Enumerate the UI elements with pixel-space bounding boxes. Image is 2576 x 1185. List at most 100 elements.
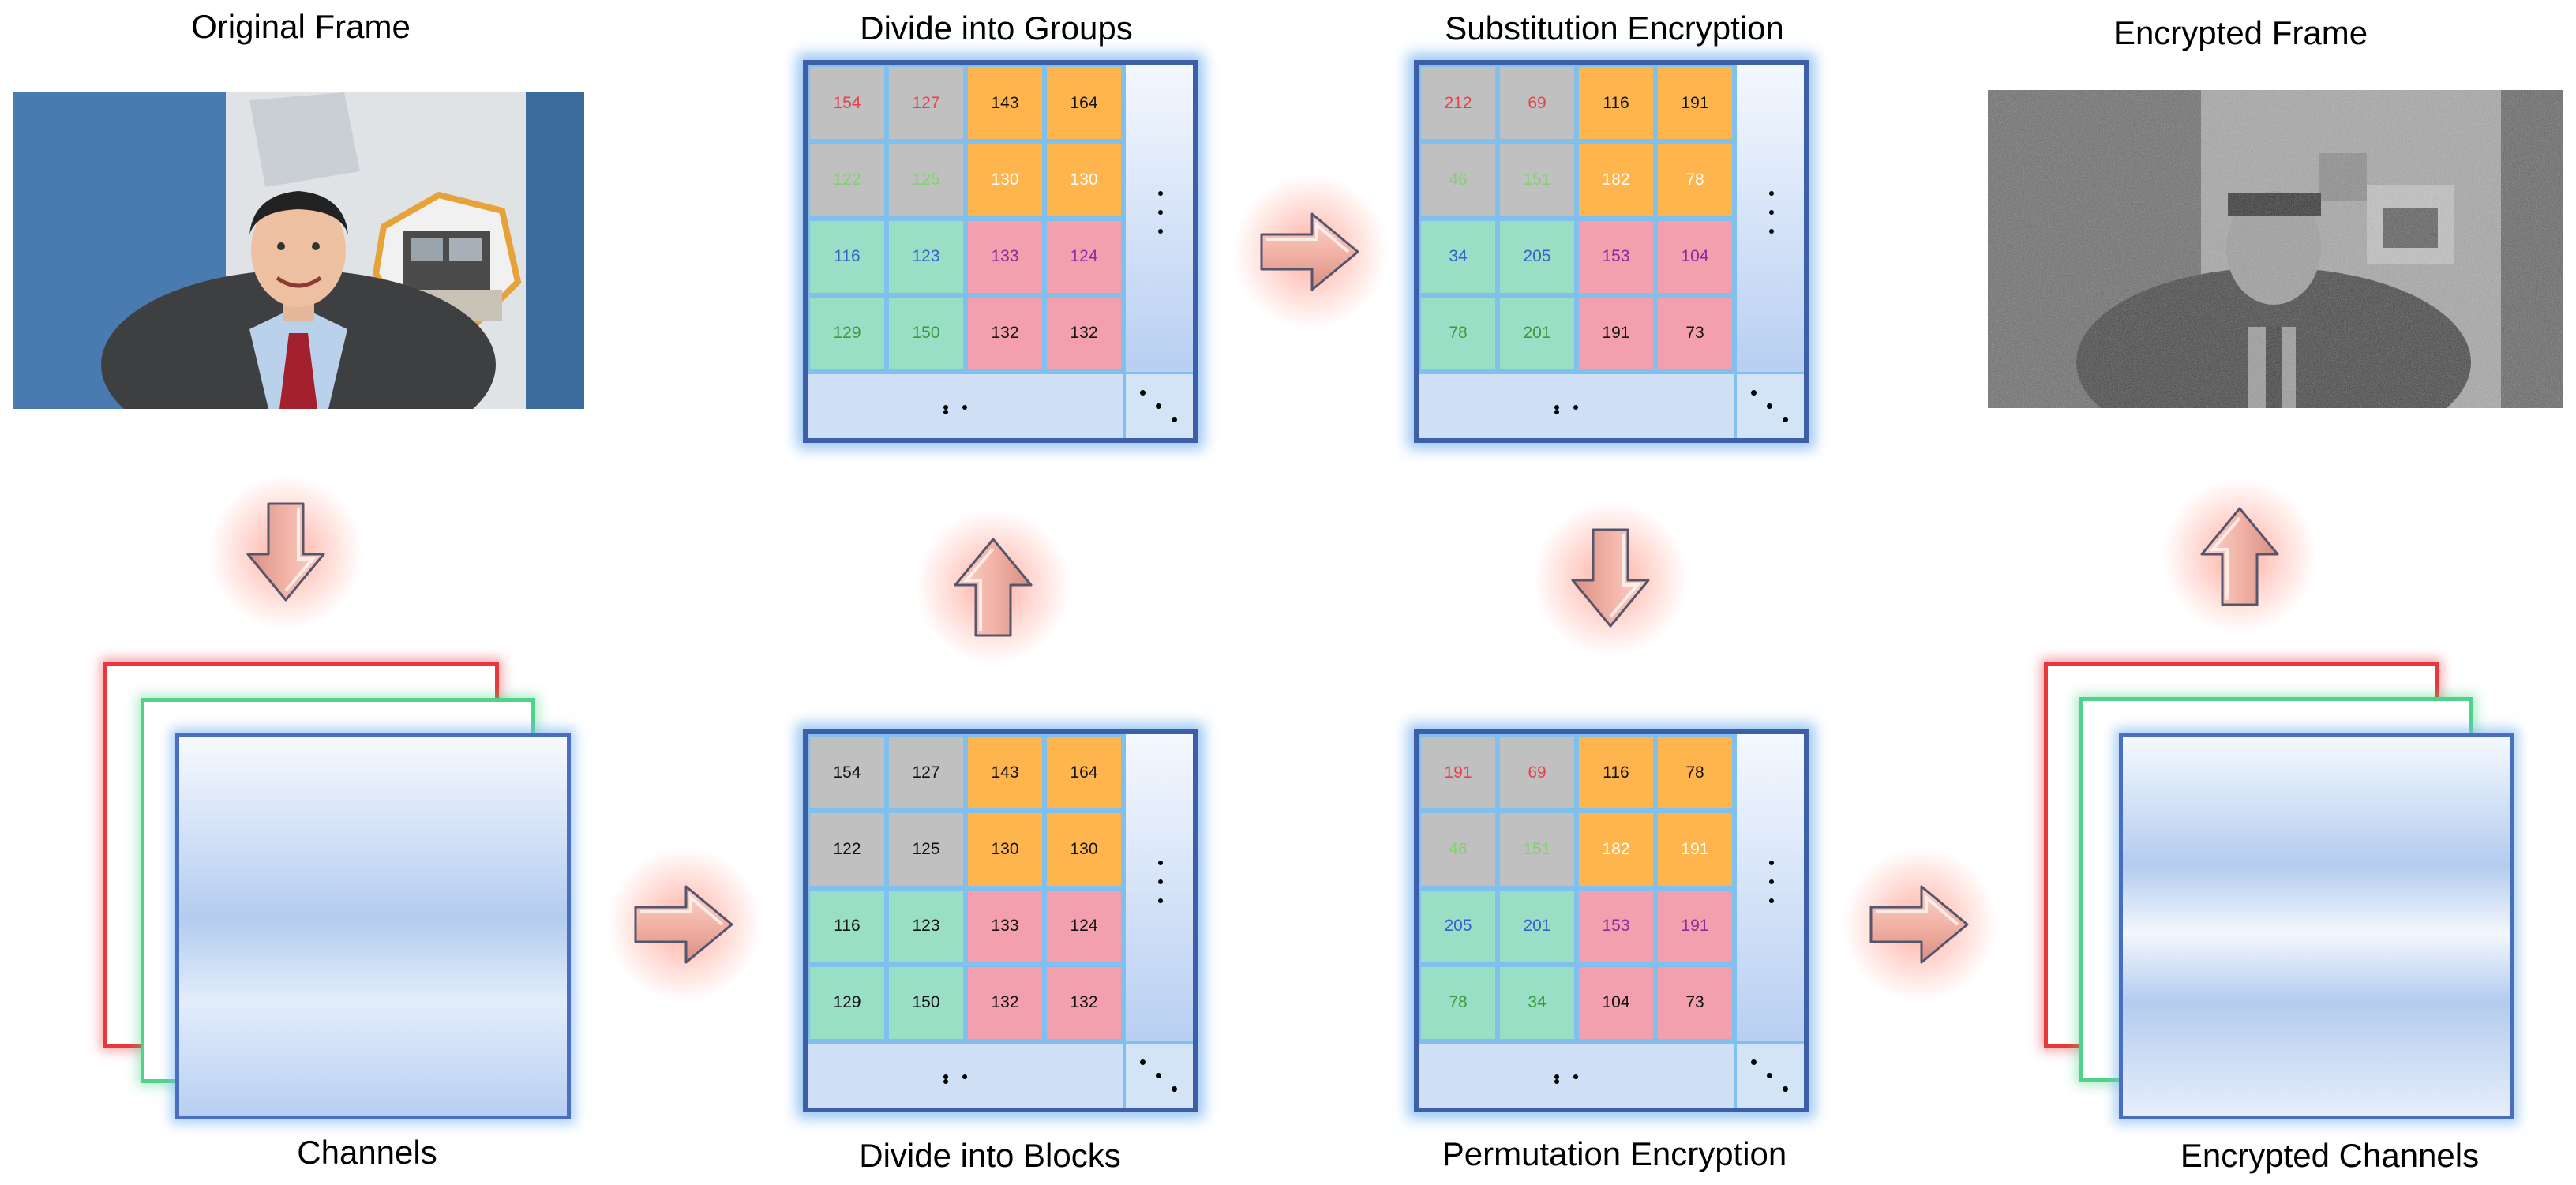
corner-cell — [1123, 372, 1193, 438]
row-ellipsis-strip — [1419, 372, 1734, 438]
arrow-shape — [1869, 885, 1969, 964]
arrow-highlight — [1876, 894, 1959, 926]
pixel-cell: 46 — [1419, 141, 1498, 219]
pixel-cell: 46 — [1419, 811, 1498, 888]
pixel-cell: 116 — [808, 218, 887, 295]
arrow-groups-to-substitution — [1233, 174, 1388, 329]
label-divide-blocks: Divide into Blocks — [859, 1137, 1121, 1174]
horizontal-ellipsis-icon — [1554, 405, 1602, 414]
pixel-cell: 153 — [1577, 218, 1655, 295]
pixel-cell: 34 — [1498, 964, 1577, 1041]
diagonal-ellipsis-icon — [1140, 390, 1181, 425]
corner-cell — [1734, 1041, 1804, 1108]
arrow-highlight — [2209, 516, 2241, 600]
pixel-cell: 191 — [1577, 294, 1655, 372]
pixel-cell: 132 — [966, 294, 1044, 372]
pixel-cell: 78 — [1655, 141, 1734, 219]
row-ellipsis-strip — [1419, 1041, 1734, 1108]
horizontal-ellipsis-icon — [943, 405, 991, 414]
arrow-highlight — [284, 508, 317, 592]
pixel-cell: 69 — [1498, 734, 1577, 812]
pixel-cell: 104 — [1655, 218, 1734, 295]
horizontal-ellipsis-icon — [1554, 1074, 1602, 1084]
arrow-channels-to-blocks — [607, 847, 762, 1002]
pixel-cell: 133 — [966, 887, 1044, 965]
arrow-channels-to-frame — [2162, 478, 2317, 633]
label-substitution: Substitution Encryption — [1445, 9, 1784, 47]
pixel-cell: 205 — [1419, 887, 1498, 965]
pixel-cell: 125 — [887, 141, 966, 219]
arrow-highlight — [962, 547, 995, 631]
diagonal-ellipsis-icon — [1140, 1059, 1181, 1094]
pixel-cell: 154 — [808, 65, 887, 142]
pixel-cell: 151 — [1498, 811, 1577, 888]
diagonal-ellipsis-icon — [1751, 390, 1792, 425]
pixel-cell: 151 — [1498, 141, 1577, 219]
encrypted-frame-illustration — [1988, 90, 2563, 408]
pixel-cell: 123 — [887, 218, 966, 295]
pixel-cell: 191 — [1419, 734, 1498, 812]
column-ellipsis-strip — [1734, 65, 1804, 372]
pixel-cell: 205 — [1498, 218, 1577, 295]
pixel-cell: 78 — [1655, 734, 1734, 812]
pixel-cell: 130 — [966, 811, 1044, 888]
arrow-highlight — [1609, 534, 1641, 618]
arrow-shape — [1260, 212, 1359, 291]
label-encrypted-frame: Encrypted Frame — [2113, 14, 2368, 51]
horizontal-ellipsis-icon — [943, 1074, 991, 1084]
enc-channel-layer-blue — [2119, 733, 2514, 1119]
pixel-cell: 104 — [1577, 964, 1655, 1041]
pixel-cell: 129 — [808, 964, 887, 1041]
pixel-cell: 182 — [1577, 141, 1655, 219]
pixel-cell: 127 — [887, 734, 966, 812]
pixel-cell: 164 — [1044, 734, 1123, 812]
vertical-ellipsis-icon — [1769, 861, 1774, 908]
arrow-highlight — [640, 894, 724, 926]
arrow-blocks-to-groups — [916, 509, 1071, 664]
column-ellipsis-strip — [1734, 734, 1804, 1041]
pixel-cell: 132 — [966, 964, 1044, 1041]
pixel-cell: 143 — [966, 65, 1044, 142]
arrow-shape — [634, 885, 733, 964]
arrow-shape — [2200, 507, 2279, 606]
pixel-cell: 124 — [1044, 218, 1123, 295]
pixel-cell: 69 — [1498, 65, 1577, 142]
arrow-shape — [954, 538, 1033, 637]
label-divide-groups: Divide into Groups — [860, 9, 1133, 47]
original-frame-illustration — [13, 92, 584, 409]
column-ellipsis-strip — [1123, 65, 1193, 372]
label-encrypted-channels: Encrypted Channels — [2180, 1137, 2480, 1174]
row-ellipsis-strip — [808, 372, 1123, 438]
pixel-cell: 182 — [1577, 811, 1655, 888]
label-channels: Channels — [297, 1134, 437, 1171]
pixel-cell: 116 — [808, 887, 887, 965]
vertical-ellipsis-icon — [1158, 191, 1163, 238]
arrow-substitution-to-permutation — [1533, 501, 1688, 656]
pixel-cell: 129 — [808, 294, 887, 372]
pixel-cell: 132 — [1044, 294, 1123, 372]
pixel-cell: 116 — [1577, 65, 1655, 142]
pixel-cell: 34 — [1419, 218, 1498, 295]
vertical-ellipsis-icon — [1769, 191, 1774, 238]
pixel-cell: 212 — [1419, 65, 1498, 142]
pixel-cell: 122 — [808, 811, 887, 888]
pixel-cell: 191 — [1655, 887, 1734, 965]
corner-cell — [1734, 372, 1804, 438]
pixel-cell: 127 — [887, 65, 966, 142]
pixel-cell: 124 — [1044, 887, 1123, 965]
pixel-cell: 123 — [887, 887, 966, 965]
pixel-cell: 73 — [1655, 294, 1734, 372]
corner-cell — [1123, 1041, 1193, 1108]
original-frame-photo — [13, 92, 584, 409]
pixel-cell: 154 — [808, 734, 887, 812]
encrypted-frame-image — [1988, 90, 2563, 408]
